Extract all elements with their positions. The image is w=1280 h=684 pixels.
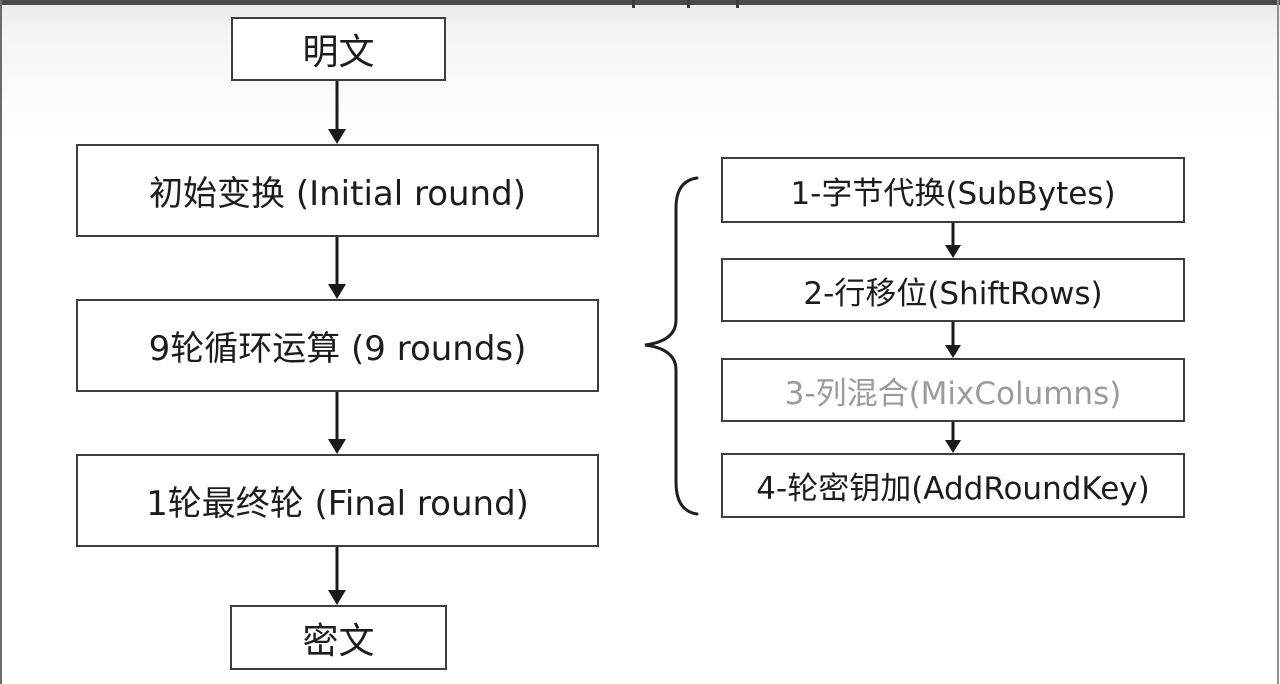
down-arrow <box>945 322 961 358</box>
progress-tick <box>687 0 690 8</box>
arrowhead-icon <box>328 439 346 454</box>
flow-box-subbytes-label: 1-字节代换(SubBytes) <box>790 175 1116 212</box>
arrowhead-icon <box>945 440 961 453</box>
flow-box-nine-rounds: 9轮循环运算 (9 rounds) <box>76 299 599 392</box>
flow-box-subbytes: 1-字节代换(SubBytes) <box>721 157 1185 223</box>
flow-box-ciphertext: 密文 <box>230 605 447 670</box>
arrowhead-icon <box>328 284 346 299</box>
flow-box-shiftrows-label: 2-行移位(ShiftRows) <box>803 275 1103 312</box>
flow-box-initial-round: 初始变换 (Initial round) <box>76 144 599 237</box>
flow-box-initial-round-label: 初始变换 (Initial round) <box>149 174 526 214</box>
down-arrow <box>945 223 961 258</box>
flow-box-plaintext-label: 明文 <box>302 32 375 73</box>
flow-box-final-round: 1轮最终轮 (Final round) <box>76 454 599 547</box>
flow-box-shiftrows: 2-行移位(ShiftRows) <box>721 258 1185 322</box>
curly-brace <box>644 176 699 516</box>
flow-box-mixcolumns-label: 3-列混合(MixColumns) <box>784 375 1122 412</box>
progress-tick <box>632 0 635 8</box>
flow-box-ciphertext-label: 密文 <box>302 620 375 662</box>
flow-box-plaintext: 明文 <box>231 17 446 81</box>
flow-box-addroundkey-label: 4-轮密钥加(AddRoundKey) <box>756 471 1150 507</box>
flow-box-final-round-label: 1轮最终轮 (Final round) <box>146 484 529 524</box>
down-arrow <box>945 422 961 453</box>
arrowhead-icon <box>328 129 346 144</box>
arrowhead-icon <box>945 245 961 258</box>
progress-tick <box>736 0 739 8</box>
right-edge-line <box>1277 0 1279 684</box>
down-arrow <box>328 547 346 605</box>
flow-box-mixcolumns: 3-列混合(MixColumns) <box>721 358 1185 422</box>
down-arrow <box>328 81 346 144</box>
arrowhead-icon <box>945 345 961 358</box>
arrowhead-icon <box>328 590 346 605</box>
video-progress-bar <box>0 0 1280 5</box>
flow-box-addroundkey: 4-轮密钥加(AddRoundKey) <box>721 453 1185 518</box>
down-arrow <box>328 237 346 299</box>
left-edge-line <box>0 0 2 684</box>
down-arrow <box>328 392 346 454</box>
flow-box-nine-rounds-label: 9轮循环运算 (9 rounds) <box>148 329 527 369</box>
